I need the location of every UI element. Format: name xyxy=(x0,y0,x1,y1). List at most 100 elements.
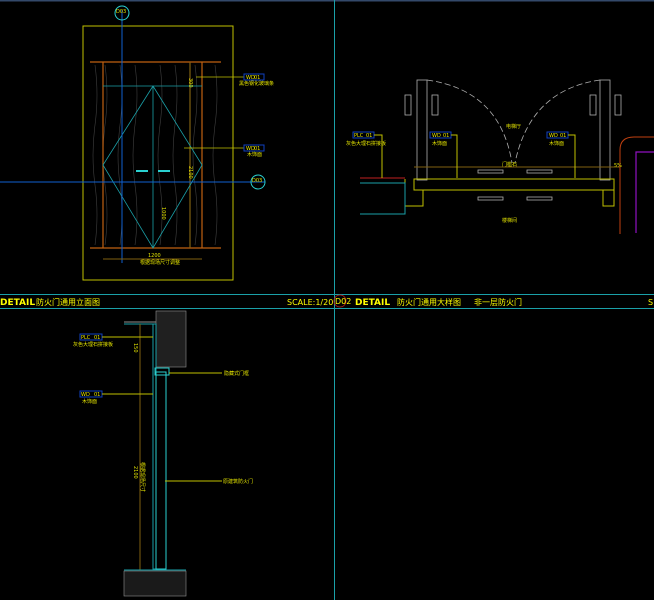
material-tag: WD 01 木饰面 xyxy=(79,390,153,405)
drawing-line xyxy=(243,73,265,81)
door-elevation: D03 D03 WD 01 黑色钢化玻璃条 WD 01 木饰面 300 2100… xyxy=(0,5,274,281)
drawing-line xyxy=(589,94,597,116)
drawing-text: WD xyxy=(246,75,255,81)
material-tag: WD 01 木饰面 xyxy=(184,144,265,158)
dim-text: 1000 xyxy=(160,207,166,220)
drawing-line xyxy=(431,94,439,116)
drawing-text: WD xyxy=(432,133,441,139)
plan-title-prefix: DETAIL xyxy=(355,298,390,308)
callout-frame: 隐藏式门框 xyxy=(224,370,249,377)
threshold-label: 门槛石 xyxy=(502,161,517,168)
wall-hatch xyxy=(155,310,187,368)
drawing-text: 黑色钢化玻璃条 xyxy=(239,80,274,87)
drawing-text: 01 xyxy=(443,133,449,139)
drawing-text: 木饰面 xyxy=(82,398,97,405)
drawing-line xyxy=(599,79,611,181)
callout-door: 原建筑防火门 xyxy=(223,478,253,485)
drawing-line xyxy=(602,179,615,207)
drawing-line xyxy=(114,5,130,21)
drawing-text: 木饰面 xyxy=(549,140,564,147)
drawing-text: D03 xyxy=(116,9,126,15)
drawing-text: 灰色大理石拼接板 xyxy=(73,341,113,348)
drawing-line xyxy=(155,371,167,570)
drawing-line xyxy=(426,79,513,164)
drawing-line xyxy=(416,79,428,181)
drawing-line xyxy=(635,151,654,233)
drawing-text: 灰色大理石拼接板 xyxy=(346,140,386,147)
drawing-line xyxy=(526,169,553,174)
drawing-line xyxy=(172,64,178,246)
drawing-line xyxy=(614,94,622,116)
dim-text: 2100 xyxy=(187,166,193,179)
elevation-title-prefix: DETAIL xyxy=(0,298,35,308)
elevation-scale: SCALE:1/20 xyxy=(287,298,333,307)
drawing-line xyxy=(477,169,504,174)
drawing-line xyxy=(82,25,234,281)
drawing-line xyxy=(477,196,504,201)
drawing-text: WD xyxy=(81,392,90,398)
section-marker-top[interactable]: D03 xyxy=(114,5,130,21)
door-leaves xyxy=(404,79,622,201)
drawing-text: PLC xyxy=(354,133,364,139)
drawing-line xyxy=(404,94,412,116)
material-tag: PLC 01 灰色大理石拼接板 xyxy=(73,333,153,348)
drawing-line xyxy=(92,64,98,246)
material-tag: WD 01 木饰面 xyxy=(429,131,458,178)
drawing-text: 01 xyxy=(560,133,566,139)
dim-text: 300 xyxy=(187,78,193,88)
drawing-line xyxy=(619,136,654,234)
title-bar: DETAIL 防火门通用立面图 SCALE:1/20 D02 DETAIL 防火… xyxy=(0,294,653,308)
sheet-ref[interactable]: D02 xyxy=(335,297,351,306)
door-diamond xyxy=(102,85,203,249)
side-mark: 5% xyxy=(614,163,622,169)
drawing-text: 01 xyxy=(254,75,260,81)
drawing-line xyxy=(212,64,218,246)
drawing-line xyxy=(154,367,170,376)
drawing-line xyxy=(360,182,406,215)
drawing-line xyxy=(514,79,601,164)
drawing-line xyxy=(568,134,576,178)
drawing-text: PLC xyxy=(81,335,91,341)
drawing-text: 01 xyxy=(254,146,260,152)
material-tag: PLC 01 灰色大理石拼接板 xyxy=(346,131,386,178)
room-label-bottom: 楼梯间 xyxy=(502,217,517,224)
drawing-text: WD xyxy=(246,146,255,152)
drawing-text: 01 xyxy=(94,335,100,341)
door-frame xyxy=(90,61,221,249)
elevation-title: 防火门通用立面图 xyxy=(36,297,100,307)
plan-subtitle: 非一层防火门 xyxy=(474,297,522,307)
drawing-line xyxy=(132,64,138,246)
floor-hatch xyxy=(123,570,187,597)
material-tag: WD 01 黑色钢化玻璃条 xyxy=(196,73,274,87)
drawing-line xyxy=(117,64,123,246)
material-tag: WD 01 木饰面 xyxy=(546,131,576,178)
bottom-note: 根据现场尺寸调整 xyxy=(140,259,180,266)
room-label-top: 电梯厅 xyxy=(506,123,521,130)
wood-grain-hatch xyxy=(92,64,218,246)
drawing-text: 01 xyxy=(94,392,100,398)
dim-note: 根据现场尺寸 xyxy=(139,462,146,492)
drawing-line xyxy=(243,144,265,152)
sheet-ref-circle xyxy=(333,294,347,308)
drawing-line xyxy=(526,196,553,201)
drawing-line xyxy=(413,178,615,191)
drawing-line xyxy=(451,134,458,178)
drawing-text: 木饰面 xyxy=(432,140,447,147)
drawing-line xyxy=(192,64,198,246)
threshold xyxy=(404,166,620,207)
drawing-text: D03 xyxy=(252,178,262,184)
dim-text: 150 xyxy=(132,343,138,353)
drawing-line xyxy=(157,64,163,246)
drawing-text: 01 xyxy=(366,133,372,139)
door-section: PLC 01 灰色大理石拼接板 WD 01 木饰面 隐藏式门框 原建筑防火门 1… xyxy=(73,310,253,597)
drawing-line xyxy=(250,174,266,190)
section-marker-side[interactable]: D03 xyxy=(250,174,266,190)
drawing-line xyxy=(374,134,383,178)
dim-text: 1200 xyxy=(148,253,161,259)
drawing-text: 木饰面 xyxy=(247,151,262,158)
door-plan: 电梯厅 门槛石 楼梯间 5% PLC 01 灰色大理石拼接板 WD 01 木饰面… xyxy=(346,79,654,234)
dim-text: 2100 xyxy=(132,466,138,479)
plan-title: 防火门通用大样图 xyxy=(397,297,461,307)
